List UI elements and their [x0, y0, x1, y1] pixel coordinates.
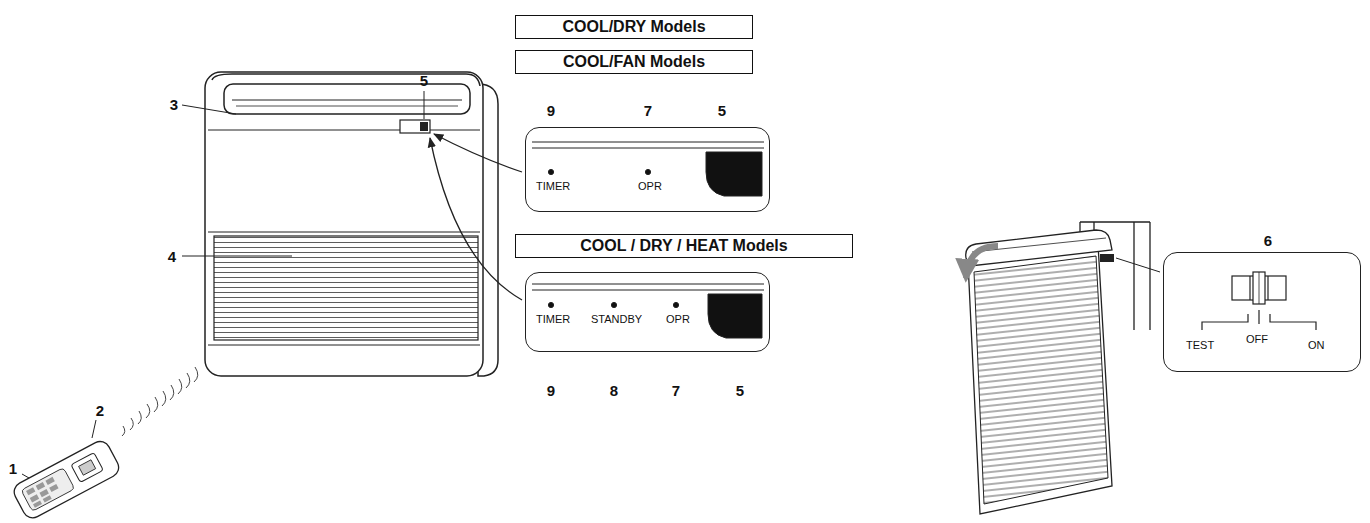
callout-number: 5 [420, 72, 428, 89]
callout-number: 7 [644, 102, 652, 119]
callout-number: 7 [672, 382, 680, 399]
leader-lines [22, 91, 424, 482]
indoor-unit [205, 72, 498, 376]
model-heading-text: COOL/DRY Models [530, 18, 738, 36]
open-direction-arrow [966, 246, 998, 278]
indicator-label: OPR [638, 180, 662, 192]
switch-art [1202, 272, 1316, 330]
display-panel-inset: TIMER STANDBY OPR [525, 272, 770, 352]
callout-number: 5 [718, 102, 726, 119]
signal-waves [122, 367, 198, 436]
indicator-label: ON [1308, 339, 1325, 351]
model-heading-text: COOL/FAN Models [530, 53, 738, 71]
callout-number: 8 [610, 382, 618, 399]
indicator-label: OFF [1246, 333, 1268, 345]
display-panel-art [532, 142, 764, 196]
callout-number: 9 [547, 102, 555, 119]
callout-number: 5 [736, 382, 744, 399]
indicator-label: TEST [1186, 339, 1214, 351]
pointer-arrows [430, 134, 522, 300]
switch-inset: TEST OFF ON [1163, 252, 1361, 372]
indicator-label: TIMER [536, 180, 570, 192]
indicator-label: OPR [666, 313, 690, 325]
indicator-label: STANDBY [591, 313, 642, 325]
model-heading-text: COOL / DRY / HEAT Models [530, 237, 838, 255]
callout-number: 3 [170, 96, 178, 113]
model-heading: COOL / DRY / HEAT Models [515, 234, 853, 258]
display-panel-art [532, 284, 764, 338]
opened-unit [966, 222, 1160, 514]
remote-controller [11, 438, 122, 521]
callout-number: 9 [547, 382, 555, 399]
model-heading: COOL/FAN Models [515, 50, 753, 74]
callout-number: 6 [1264, 232, 1272, 249]
model-heading: COOL/DRY Models [515, 15, 753, 39]
display-panel-inset: TIMER OPR [525, 127, 770, 212]
callout-number: 2 [96, 402, 104, 419]
callout-number: 4 [168, 248, 176, 265]
callout-number: 1 [9, 460, 17, 477]
indicator-label: TIMER [536, 313, 570, 325]
